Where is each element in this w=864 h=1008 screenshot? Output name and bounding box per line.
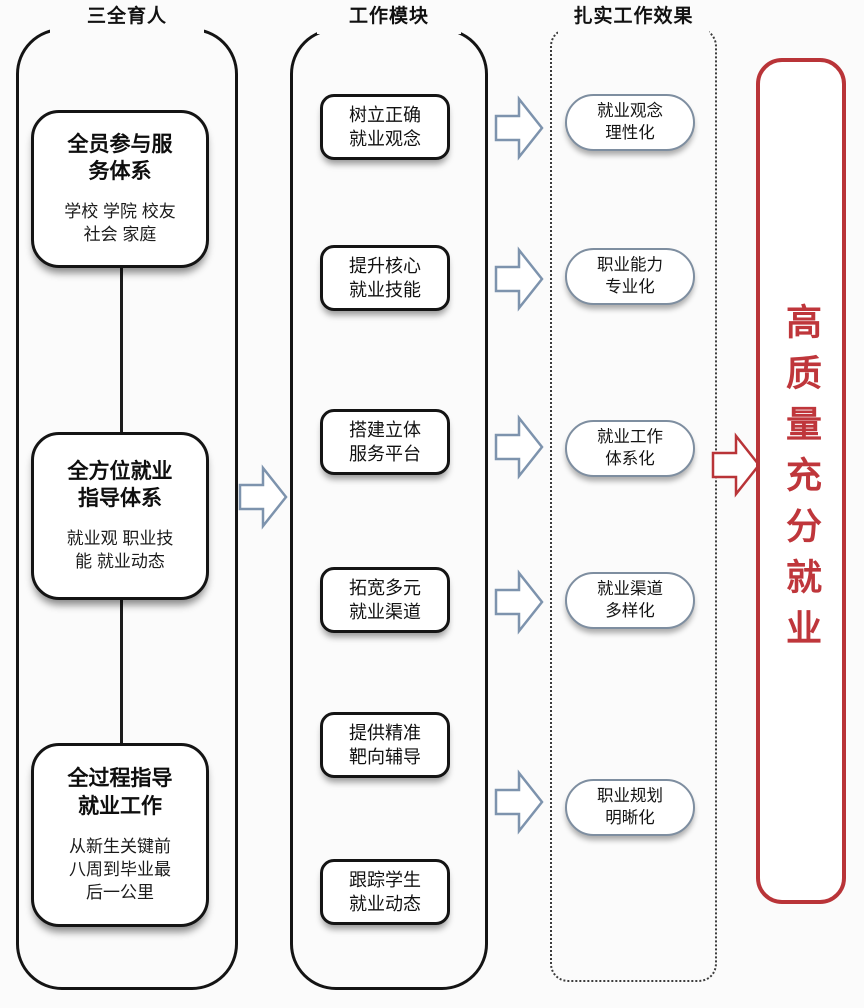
- arrow-right-icon: [494, 95, 544, 161]
- arrow-right-icon: [238, 464, 288, 530]
- modules-container: [290, 28, 488, 990]
- sanquan-box-whole-process: 全过程指导 就业工作 从新生关键前 八周到毕业最 后一公里: [31, 743, 209, 927]
- box-title: 全员参与服 务体系: [67, 132, 173, 184]
- effect-pill-5: 职业规划 明晰化: [565, 779, 695, 836]
- effect-pill-1: 就业观念 理性化: [565, 94, 695, 151]
- sanquan-box-service-system: 全员参与服 务体系 学校 学院 校友 社会 家庭: [31, 110, 209, 268]
- result-label: 高质量充分就业: [781, 302, 822, 660]
- arrow-right-icon: [494, 414, 544, 480]
- effect-pill-2: 职业能力 专业化: [565, 248, 695, 305]
- module-box-5: 提供精准 靶向辅导: [320, 712, 450, 778]
- column-header-modules: 工作模块: [317, 2, 461, 34]
- module-box-1: 树立正确 就业观念: [320, 94, 450, 160]
- column-header-sanquan: 三全育人: [50, 2, 204, 34]
- arrow-right-icon: [494, 769, 544, 835]
- arrow-right-red-icon: [711, 432, 761, 498]
- arrow-right-icon: [494, 569, 544, 635]
- effect-pill-4: 就业渠道 多样化: [565, 572, 695, 629]
- column-header-effects: 扎实工作效果: [558, 2, 709, 34]
- module-box-6: 跟踪学生 就业动态: [320, 859, 450, 925]
- box-subtitle: 就业观 职业技 能 就业动态: [66, 529, 174, 572]
- box-subtitle: 从新生关键前 八周到毕业最 后一公里: [69, 836, 171, 902]
- module-box-4: 拓宽多元 就业渠道: [320, 567, 450, 633]
- effects-container: [550, 28, 717, 982]
- sanquan-box-guidance-system: 全方位就业 指导体系 就业观 职业技 能 就业动态: [31, 432, 209, 600]
- arrow-right-icon: [494, 246, 544, 312]
- module-box-3: 搭建立体 服务平台: [320, 409, 450, 475]
- effect-pill-3: 就业工作 体系化: [565, 420, 695, 477]
- box-subtitle: 学校 学院 校友 社会 家庭: [64, 202, 176, 245]
- result-box: 高质量充分就业: [756, 58, 846, 904]
- box-title: 全方位就业 指导体系: [67, 459, 173, 511]
- box-title: 全过程指导 就业工作: [67, 767, 173, 818]
- module-box-2: 提升核心 就业技能: [320, 245, 450, 311]
